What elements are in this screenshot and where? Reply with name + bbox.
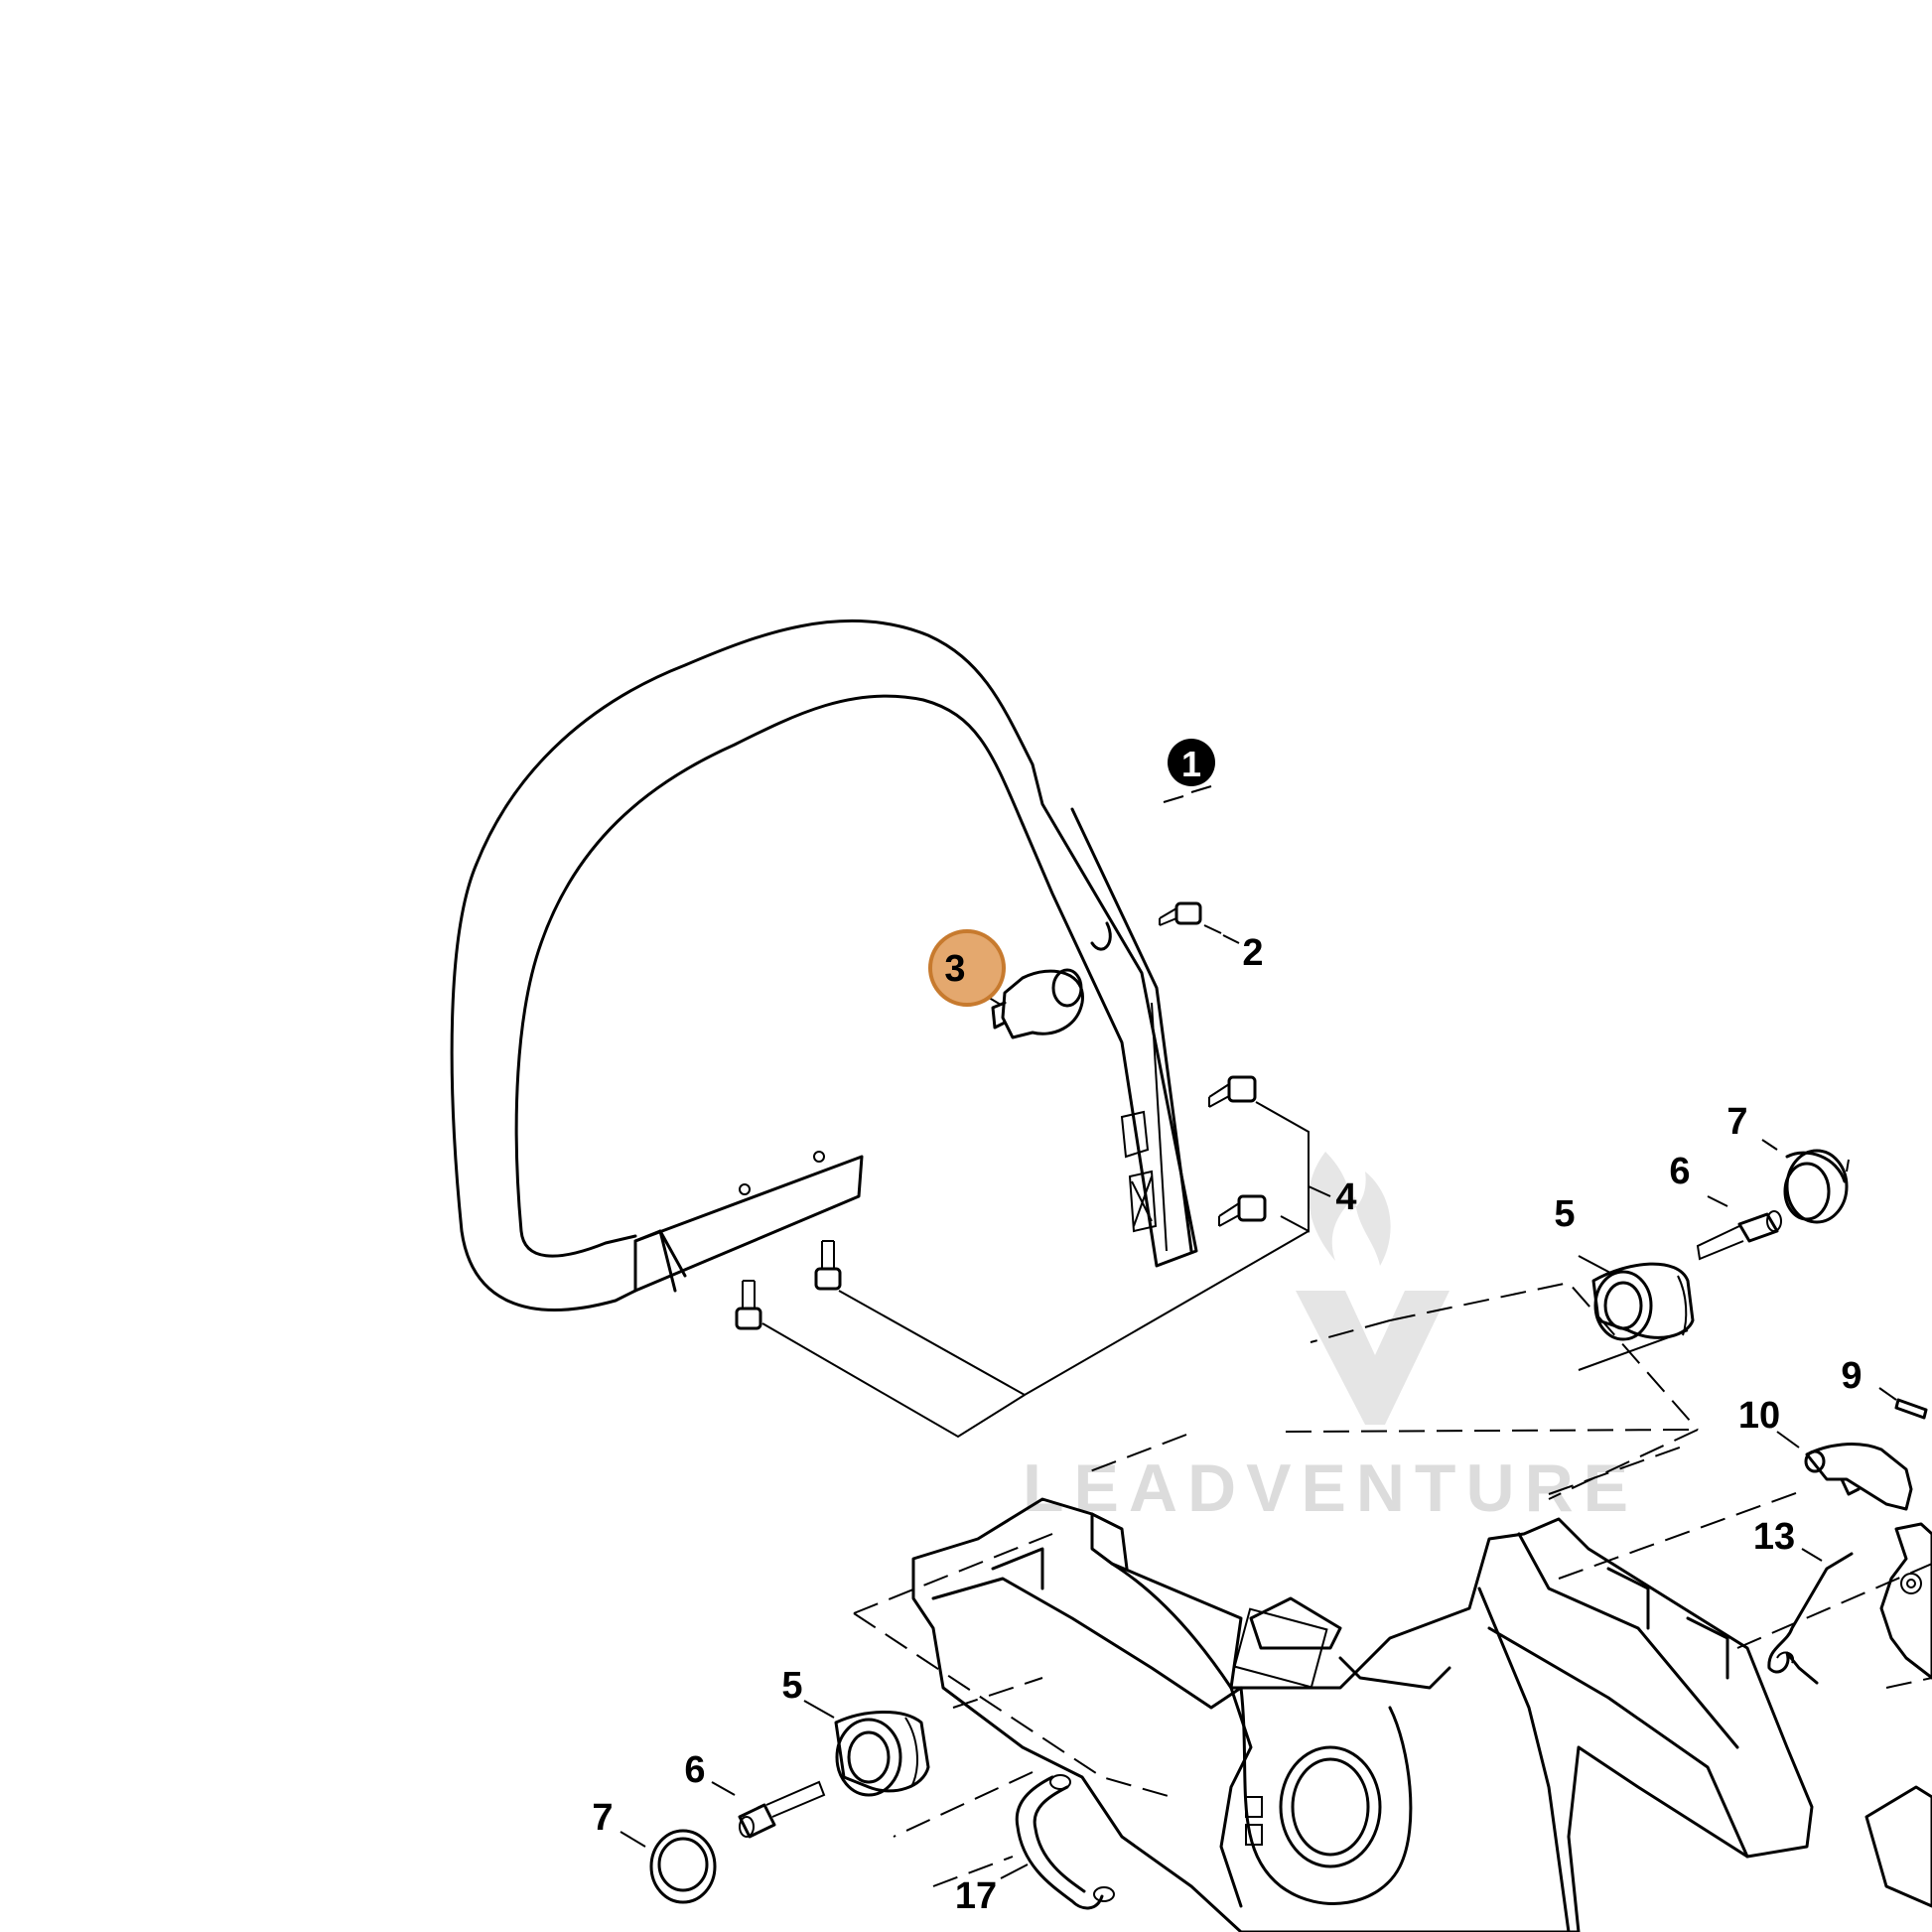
bushing-part-5-upper[interactable] [1591,1262,1695,1341]
bolt-part-4-mid[interactable] [814,1240,842,1291]
leader-part-4-group [761,1101,1331,1439]
callout-4-label[interactable]: 4 [1335,1176,1356,1218]
stud-part-3[interactable] [991,968,1084,1039]
bolt-part-4-upper[interactable] [1208,1075,1257,1108]
callout-3-label[interactable]: 3 [944,948,965,990]
bolt-part-4-left[interactable] [735,1280,762,1330]
callout-7-lower-label[interactable]: 7 [592,1797,613,1839]
callout-5-lower-label[interactable]: 5 [781,1665,802,1707]
callout-17-label[interactable]: 17 [955,1875,997,1917]
callout-3-highlight[interactable] [928,929,1006,1007]
bolt-part-2[interactable] [1159,901,1202,926]
screw-part-6-lower[interactable] [738,1780,826,1839]
trigger-part[interactable] [1879,1522,1932,1680]
spring-part-13[interactable] [1767,1552,1854,1685]
watermark: LEADVENTURE [1023,1152,1638,1526]
watermark-text: LEADVENTURE [1023,1450,1638,1526]
leader-lines [620,785,1897,1879]
watermark-flame-icon [1309,1152,1391,1266]
screw-part-6-upper[interactable] [1696,1210,1782,1261]
callout-13-label[interactable]: 13 [1753,1516,1795,1558]
front-handle-part[interactable] [450,619,1198,1311]
callout-1-badge[interactable] [1168,739,1215,786]
hose-part-17[interactable] [1015,1774,1115,1910]
callout-1-label[interactable]: 1 [1181,744,1201,784]
bolt-part-4-lower[interactable] [1218,1194,1267,1227]
assembly-outline [853,1281,1932,1887]
cap-part-7-lower[interactable] [649,1829,717,1904]
callout-10-label[interactable]: 10 [1738,1395,1780,1437]
watermark-v-logo [1296,1291,1449,1425]
callout-5-upper-label[interactable]: 5 [1554,1193,1575,1235]
callout-6-upper-label[interactable]: 6 [1669,1151,1690,1192]
callout-2-label[interactable]: 2 [1242,932,1263,974]
bushing-part-5-lower[interactable] [834,1711,930,1797]
callout-7-upper-label[interactable]: 7 [1726,1101,1747,1143]
callout-6-lower-label[interactable]: 6 [684,1749,705,1791]
lever-part-10[interactable] [1804,1443,1913,1511]
pin-part-9[interactable] [1894,1398,1928,1420]
cap-part-7-upper[interactable] [1783,1149,1849,1224]
crankcase-housing[interactable] [911,1497,1932,1932]
callout-9-label[interactable]: 9 [1841,1355,1862,1397]
